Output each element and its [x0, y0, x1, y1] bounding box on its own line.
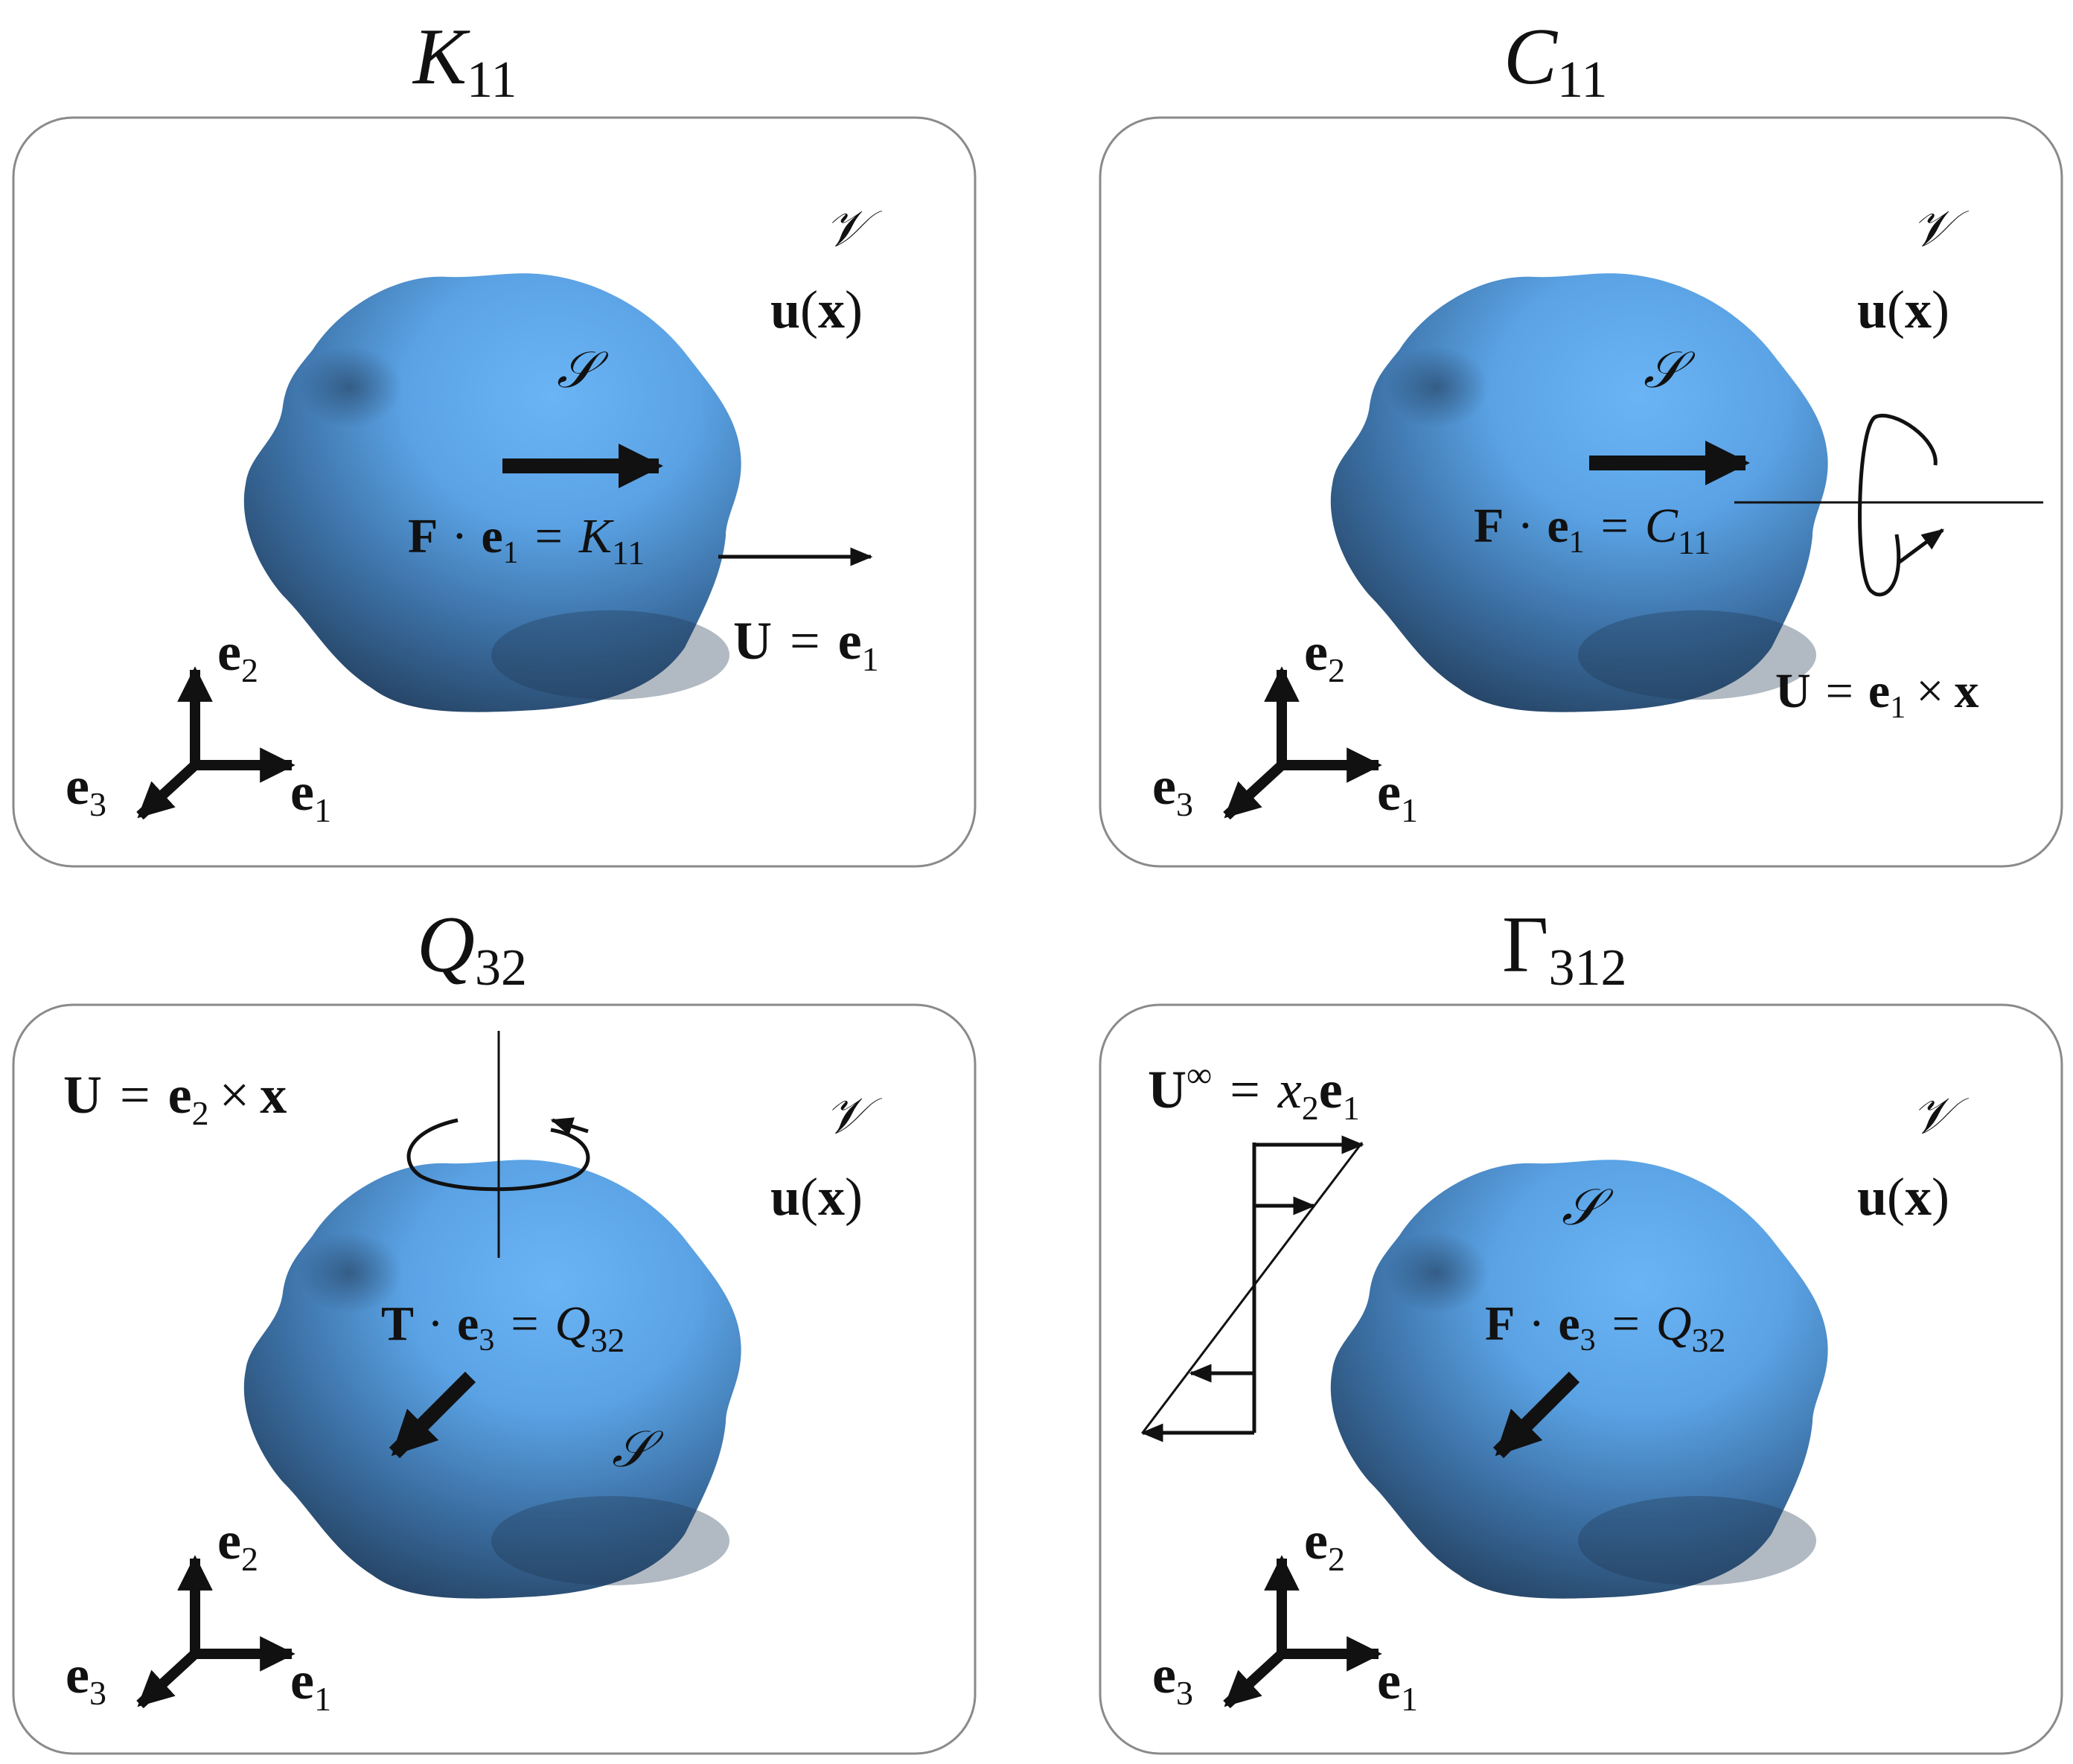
- rotation-loop: [1858, 414, 1938, 597]
- coordinate-axes: e2 e1 e3: [1152, 622, 1418, 829]
- axis-e1-label: e1: [290, 1651, 331, 1718]
- panel-c11: C11 𝒱 u(x) 𝒮 F·e1=C11 U=e1×x e2 e1 e3: [1099, 13, 2063, 868]
- force-equation: F·e1=K11: [408, 509, 645, 572]
- velocity-field-label: u(x): [770, 280, 863, 339]
- panel-title: Q32: [417, 901, 527, 997]
- axis-e1-label: e1: [1377, 1651, 1418, 1718]
- axis-e2-label: e2: [217, 1511, 258, 1578]
- particle-surface: [1330, 1160, 1828, 1599]
- panel-q32: Q32 U=e2×x 𝒱 u(x) T·e3=Q32 𝒮 e2 e1 e3: [12, 901, 977, 1755]
- panel-title: K11: [412, 13, 517, 109]
- boundary-condition: U∞=x2e1: [1148, 1055, 1360, 1127]
- particle-surface: [243, 273, 741, 712]
- torque-arrow: [389, 1371, 476, 1459]
- boundary-condition: U=e2×x: [63, 1065, 287, 1132]
- velocity-field-label: u(x): [1857, 280, 1949, 339]
- velocity-field-label: u(x): [1857, 1167, 1949, 1227]
- axis-e3-label: e3: [66, 756, 106, 823]
- particle-surface: [1330, 273, 1828, 712]
- axis-e2-label: e2: [1304, 1511, 1345, 1578]
- boundary-condition: U=e1: [733, 611, 879, 678]
- force-arrow: [1492, 1371, 1580, 1459]
- panel-k11: K11 𝒱 u(x) 𝒮 F·e1=K11 U=e1 e2 e1 e3: [12, 13, 977, 868]
- axis-e3-label: e3: [1152, 756, 1193, 823]
- axis-e1-label: e1: [1377, 762, 1418, 829]
- panel-title: Γ312: [1502, 901, 1626, 997]
- axis-e3-label: e3: [66, 1645, 106, 1712]
- panel-title: C11: [1504, 13, 1607, 109]
- boundary-condition: U=e1×x: [1775, 664, 1978, 725]
- rotation-arrowhead: [1898, 528, 1945, 564]
- torque-equation: T·e3=Q32: [381, 1297, 625, 1359]
- particle-surface: [243, 1160, 741, 1599]
- coordinate-axes: e2 e1 e3: [66, 1511, 331, 1718]
- rotation-loop: [406, 1118, 590, 1192]
- shear-flow-profile: [1140, 1135, 1364, 1442]
- axis-e2-label: e2: [1304, 622, 1345, 689]
- axis-e2-label: e2: [217, 622, 258, 689]
- coordinate-axes: e2 e1 e3: [66, 622, 331, 829]
- rotation-arrowhead: [550, 1117, 589, 1136]
- panel-gamma312: Γ312 U∞=x2e1 𝒱 u(x) 𝒮 F·e3=Q32 e2 e1 e3: [1099, 901, 2063, 1755]
- velocity-field-label: u(x): [770, 1167, 863, 1227]
- force-equation: F·e1=C11: [1474, 499, 1711, 561]
- force-equation: F·e3=Q32: [1485, 1297, 1726, 1359]
- axis-e3-label: e3: [1152, 1645, 1193, 1712]
- coordinate-axes: e2 e1 e3: [1152, 1511, 1418, 1718]
- axis-e1-label: e1: [290, 762, 331, 829]
